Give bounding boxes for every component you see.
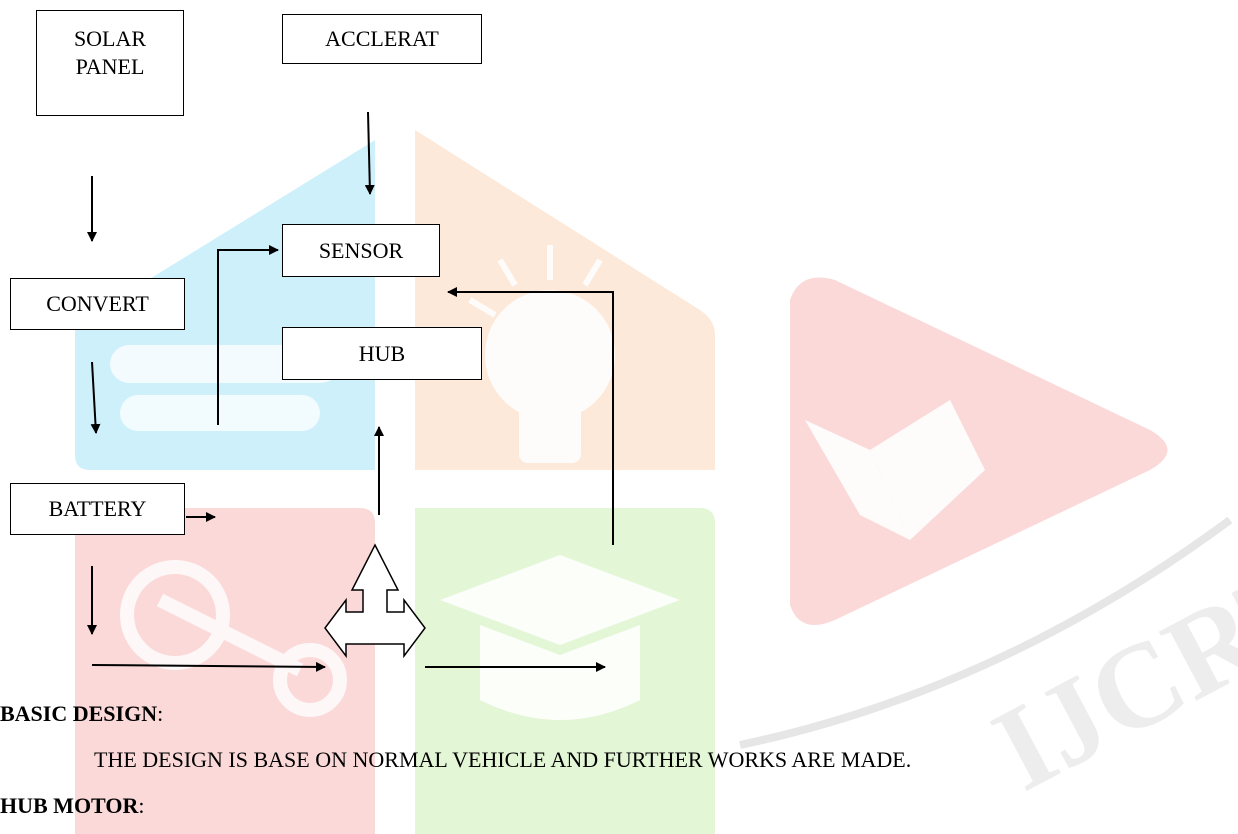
basic-design-colon: : [157, 701, 164, 726]
light-bulb-icon [468, 245, 615, 463]
sensor-box: SENSOR [282, 224, 440, 277]
watermark-cyan-segment [75, 140, 375, 470]
battery-label: BATTERY [48, 496, 147, 521]
three-way-arrow-icon [324, 543, 426, 659]
converter-label: CONVERT [46, 291, 149, 316]
converter-box: CONVERT [10, 278, 185, 330]
hub-motor-heading-line: HUB MOTOR: [0, 793, 144, 819]
arrow-feedback-to-sensor [447, 287, 614, 545]
watermark-grey-sweep [739, 516, 1233, 749]
hub-motor-colon: : [138, 793, 145, 818]
arrow-accelerator-to-sensor [364, 111, 375, 195]
battery-box: BATTERY [10, 483, 185, 535]
arrow-to-splitter [91, 661, 326, 672]
sensor-label: SENSOR [318, 238, 404, 263]
hub-motor-heading: HUB MOTOR [0, 793, 139, 818]
hub-box: HUB [282, 327, 482, 380]
solar-panel-label-line2: PANEL [75, 54, 145, 79]
basic-design-heading-line: BASIC DESIGN: [0, 701, 163, 727]
solar-panel-box: SOLAR PANEL [36, 10, 184, 116]
accelerator-label: ACCLERAT [325, 26, 439, 51]
arrow-battery-to-sensor [217, 245, 279, 425]
accelerator-box: ACCLERAT [282, 14, 482, 64]
watermark-red-segment [75, 508, 375, 834]
arrow-converter-to-battery [90, 361, 101, 434]
solar-panel-label-line1: SOLAR [73, 26, 147, 51]
basic-design-heading: BASIC DESIGN [0, 701, 158, 726]
basic-design-body: THE DESIGN IS BASE ON NORMAL VEHICLE AND… [94, 747, 912, 772]
graduation-cap-icon [440, 555, 680, 720]
book-icon [805, 400, 985, 540]
gears-icon [120, 560, 347, 717]
hub-label: HUB [358, 341, 406, 366]
play-icon [790, 277, 1168, 625]
